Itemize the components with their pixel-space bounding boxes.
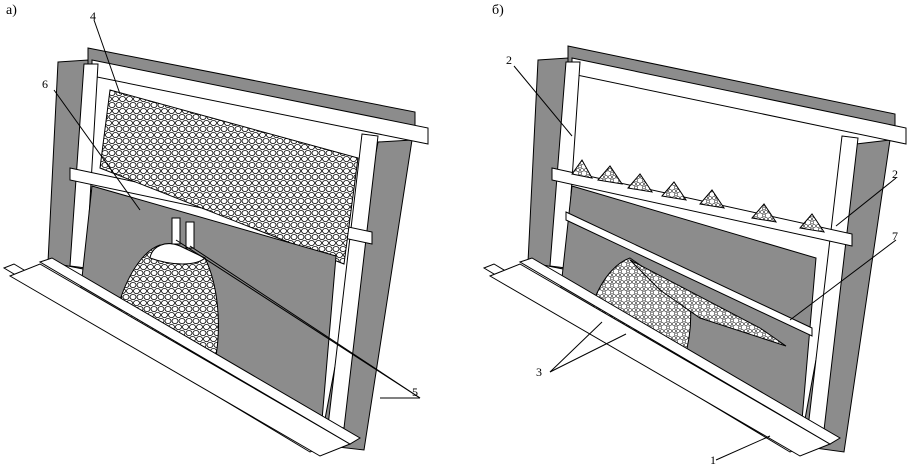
panel-b-pile-1 bbox=[571, 159, 593, 179]
panel-b-leader-2-right bbox=[835, 177, 897, 227]
panel-b-pile-4 bbox=[661, 181, 688, 201]
panel-b: б) 2 2 7 3 1 bbox=[482, 3, 907, 467]
panel-a-right-post bbox=[327, 133, 379, 429]
panel-b-callout-2-right: 2 bbox=[892, 167, 898, 181]
panel-a-chute-2 bbox=[185, 221, 195, 249]
panel-b-callout-1: 1 bbox=[710, 453, 716, 467]
panel-b-rail-3 bbox=[518, 257, 841, 445]
panel-a-ore-pile bbox=[119, 244, 219, 363]
panel-b-pile-7 bbox=[799, 213, 826, 233]
panel-b-label: б) bbox=[492, 3, 504, 18]
panel-b-conveyor bbox=[565, 211, 813, 337]
panel-b-top-beam bbox=[571, 57, 907, 145]
panel-b-pile-3 bbox=[627, 173, 654, 193]
panel-a-leader-4 bbox=[93, 19, 121, 95]
panel-b-leader-2-left bbox=[513, 65, 573, 137]
panel-a-leader-6 bbox=[53, 89, 141, 211]
panel-a-leader-5b bbox=[189, 245, 421, 399]
panel-a: а) 4 6 5 bbox=[2, 3, 429, 457]
panel-b-leader-1 bbox=[715, 435, 771, 461]
panel-b-leader-7 bbox=[789, 239, 897, 321]
panel-a-chute-1 bbox=[171, 217, 181, 245]
panel-a-label: а) bbox=[6, 3, 17, 18]
panel-b-belt-ore bbox=[629, 259, 787, 347]
panel-b-pile-6 bbox=[751, 203, 778, 223]
panel-b-mid-beam bbox=[551, 167, 853, 247]
panel-a-callout-4: 4 bbox=[90, 9, 96, 23]
panel-a-callout-5: 5 bbox=[412, 385, 418, 399]
panel-a-draw-opening bbox=[149, 243, 206, 265]
panel-b-callout-2-left: 2 bbox=[506, 53, 512, 67]
panel-b-callout-7: 7 bbox=[892, 229, 898, 243]
panel-b-pile-2 bbox=[597, 165, 624, 185]
panel-a-rail-3 bbox=[38, 257, 361, 445]
panel-b-leader-3b bbox=[549, 333, 627, 373]
panel-a-upper-ore bbox=[99, 89, 359, 265]
panel-a-callout-6: 6 bbox=[42, 77, 48, 91]
panel-b-leader-3a bbox=[549, 321, 603, 373]
panel-b-pile-5 bbox=[699, 189, 726, 209]
panel-b-callout-3: 3 bbox=[536, 365, 542, 379]
